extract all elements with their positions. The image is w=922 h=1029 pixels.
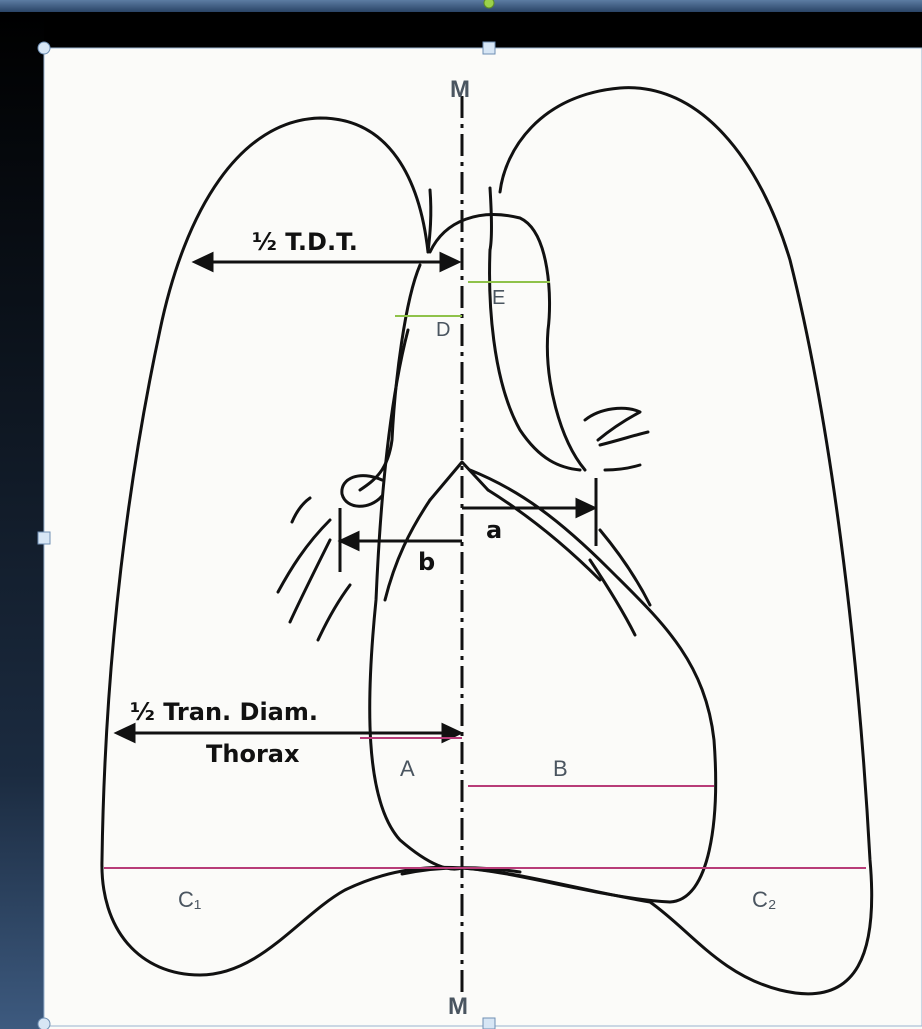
label-C1: C₁	[178, 887, 201, 912]
resize-handle-top-left[interactable]	[38, 42, 50, 54]
resize-handle-top-center[interactable]	[483, 42, 495, 54]
label-B: B	[553, 756, 568, 781]
label-half-trans-diam: ½ Tran. Diam.	[130, 698, 318, 726]
resize-handle-bottom-center[interactable]	[483, 1018, 495, 1029]
label-D: D	[436, 319, 450, 341]
label-half-tdt: ½ T.D.T.	[252, 228, 358, 256]
label-b: b	[418, 548, 435, 576]
label-C2: C₂	[752, 887, 776, 912]
label-A: A	[400, 756, 415, 781]
resize-handle-bottom-left[interactable]	[38, 1018, 50, 1029]
resize-handle-middle-left[interactable]	[38, 532, 50, 544]
rotate-handle[interactable]	[484, 0, 494, 8]
label-thorax: Thorax	[206, 740, 300, 768]
diagram-paper	[44, 48, 922, 1029]
window-top-bar	[0, 0, 922, 12]
window-left-bar	[0, 12, 44, 1029]
apex-stroke-2	[490, 188, 492, 250]
label-midline-top: M	[450, 76, 470, 103]
label-midline-bottom: M	[448, 993, 468, 1020]
label-a: a	[486, 516, 502, 544]
label-E: E	[492, 287, 505, 309]
